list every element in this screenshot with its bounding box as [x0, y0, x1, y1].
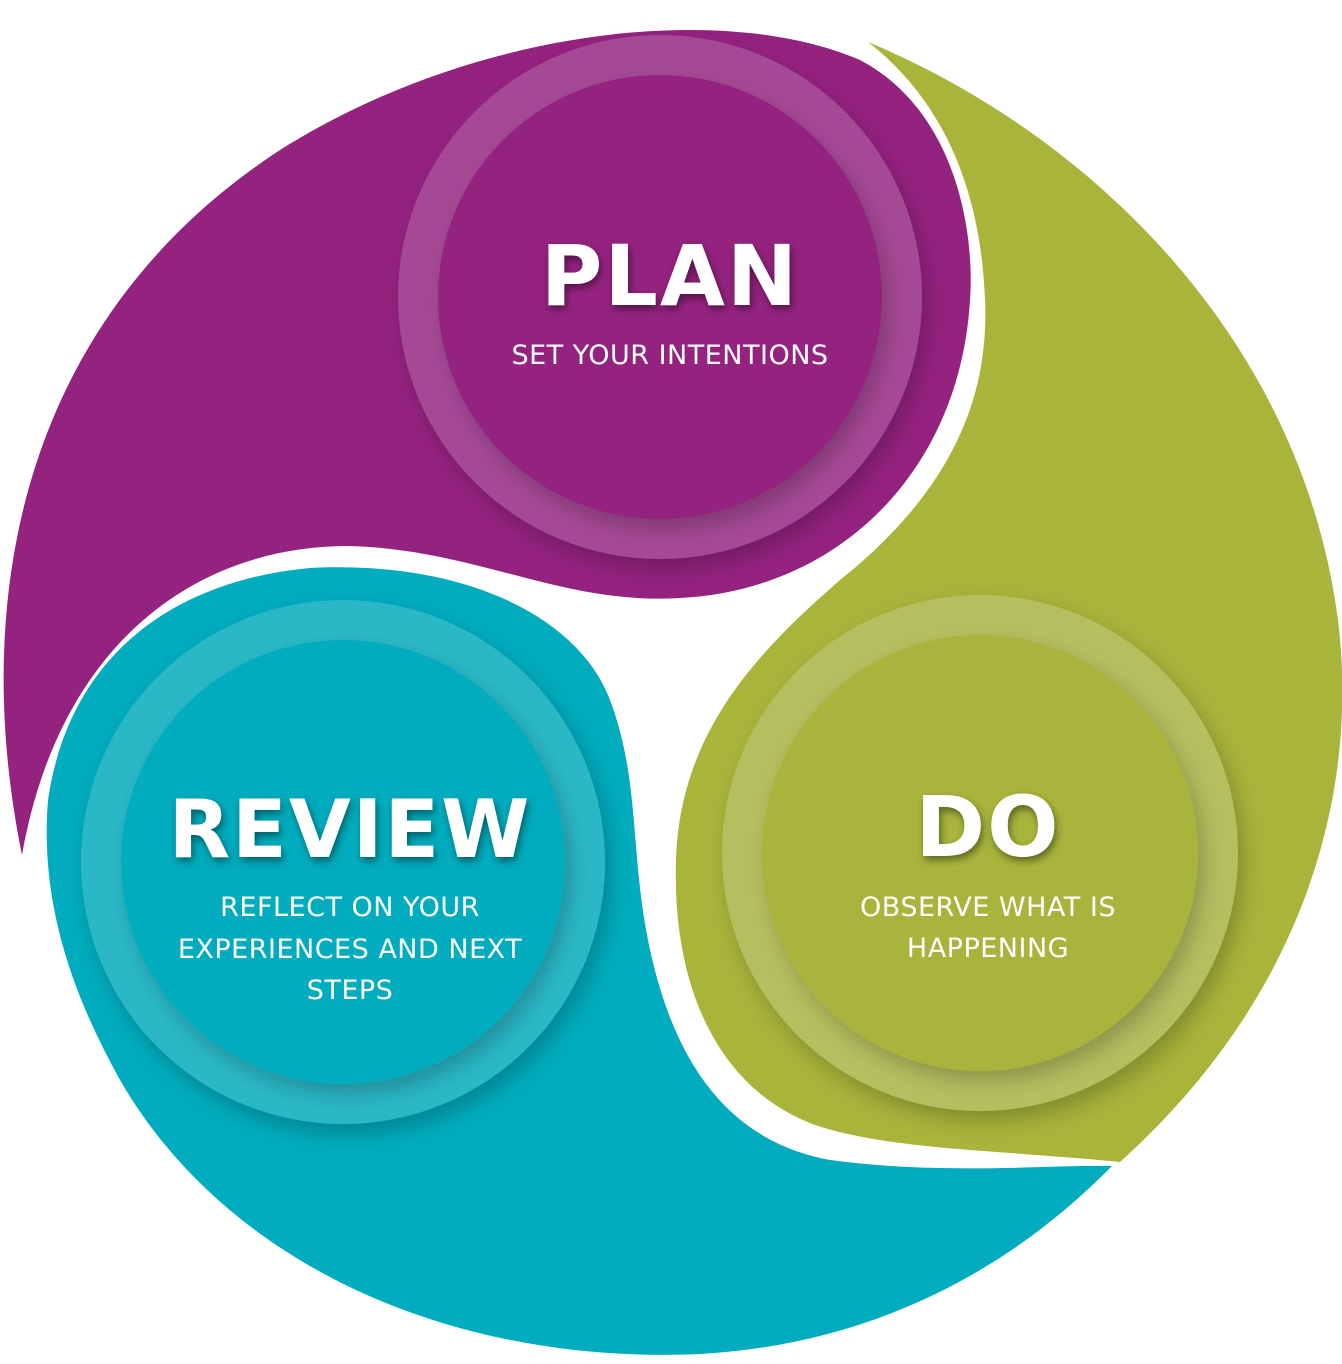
plan-title: PLAN	[541, 227, 799, 325]
do-description-line-2: HAPPENING	[907, 933, 1069, 964]
review-description-line-1: REFLECT ON YOUR	[220, 892, 480, 923]
plan-inner-circle	[438, 75, 882, 519]
review-description-line-2: EXPERIENCES AND NEXT	[178, 934, 522, 965]
review-inner-circle	[121, 640, 565, 1084]
review-description-line-3: STEPS	[307, 975, 394, 1006]
do-description-line-1: OBSERVE WHAT IS	[860, 892, 1116, 923]
do-inner-circle	[762, 635, 1198, 1071]
review-title: REVIEW	[169, 783, 532, 876]
do-title: DO	[915, 778, 1060, 876]
plan-description-line-1: SET YOUR INTENTIONS	[511, 340, 828, 371]
